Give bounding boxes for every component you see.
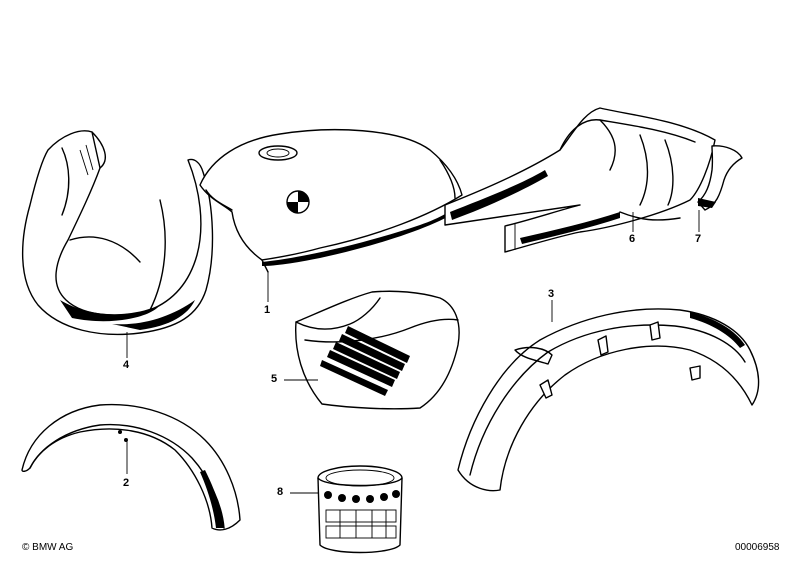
callout-2[interactable]: 2 xyxy=(123,477,130,489)
part-6-rear-seat-cowl[interactable] xyxy=(444,107,716,253)
callout-5[interactable]: 5 xyxy=(271,373,278,385)
leader-lines xyxy=(126,210,700,494)
part-2-front-mudguard[interactable] xyxy=(21,403,241,531)
copyright-notice: © BMW AG xyxy=(22,542,74,553)
callout-7[interactable]: 7 xyxy=(695,233,702,245)
part-7-grab-handle[interactable] xyxy=(697,145,743,211)
callout-6[interactable]: 6 xyxy=(629,233,636,245)
part-3-rear-mudguard[interactable] xyxy=(457,308,760,492)
callout-3[interactable]: 3 xyxy=(548,288,555,300)
part-5-side-cover[interactable] xyxy=(295,290,460,410)
callout-4[interactable]: 4 xyxy=(123,359,130,371)
drawing-number: 00006958 xyxy=(735,542,780,553)
part-4-front-fairing[interactable] xyxy=(21,130,214,336)
part-1-fuel-tank[interactable] xyxy=(199,129,463,273)
callout-8[interactable]: 8 xyxy=(277,486,284,498)
part-8-paint-tin[interactable] xyxy=(317,465,403,554)
callout-1[interactable]: 1 xyxy=(264,304,271,316)
